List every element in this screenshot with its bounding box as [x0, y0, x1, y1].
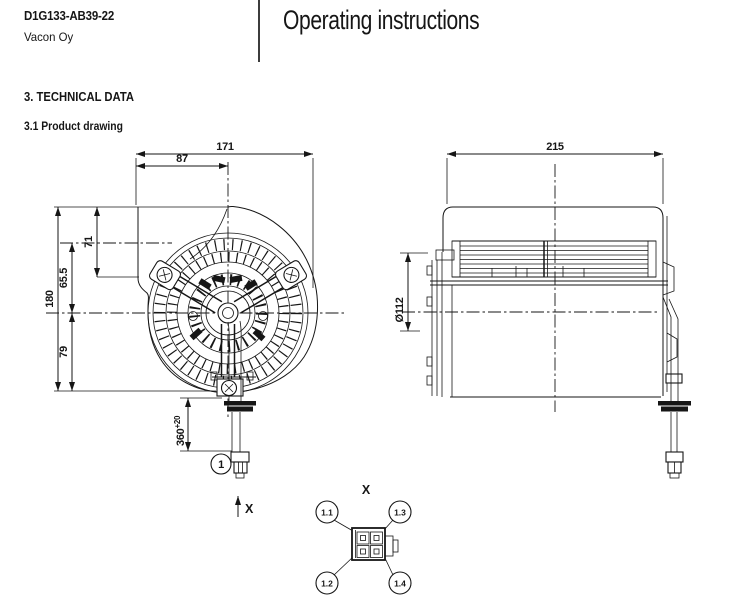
left-flange [426, 249, 455, 397]
cable-line [239, 320, 242, 401]
cable-grommet [224, 401, 256, 406]
pin-callout-1-3 [388, 500, 412, 524]
company-name: Vacon Oy [24, 30, 74, 44]
scroll-housing-outline [137, 205, 318, 393]
cable-connector [665, 451, 684, 463]
right-flange [662, 261, 683, 384]
dim-label-d112: Ø112 [394, 297, 406, 322]
motor-slot-ticks [189, 274, 267, 352]
x-axis-label: X [245, 502, 254, 516]
connector-body [351, 527, 399, 561]
arm-upper-left [148, 260, 223, 314]
pin-socket [370, 545, 383, 558]
callout-circle-1 [210, 453, 232, 475]
cable-connector [230, 451, 250, 463]
hub [217, 302, 239, 324]
dim-label-79: 79 [58, 346, 70, 358]
side-view-drawing: 215 [394, 141, 691, 479]
leader-line [333, 556, 354, 576]
dim-label-87: 87 [176, 153, 188, 165]
spider-arms [148, 260, 308, 377]
rotor-block [430, 240, 668, 286]
connector-title: X [362, 483, 371, 497]
arm-upper-right [233, 260, 308, 314]
pin-label-1-2: 1.2 [321, 579, 333, 589]
cable-line [227, 321, 230, 401]
doc-code: D1G133-AB39-22 [24, 9, 115, 23]
connector-detail: X 1.1 1.3 [315, 483, 412, 595]
connector-latch [384, 535, 394, 557]
pin-socket [356, 545, 370, 558]
pin-callout-1-4 [388, 571, 412, 595]
pin-socket [356, 531, 370, 545]
pin-label-1-4: 1.4 [394, 579, 406, 589]
blade-ticks-inner [167, 252, 289, 374]
arm-bottom [220, 324, 236, 377]
pin-callout-1-2 [315, 571, 339, 595]
leader-line [333, 519, 354, 532]
cable-exit-assembly: 1 [210, 320, 256, 479]
section-heading: 3. TECHNICAL DATA [24, 90, 135, 104]
callout-label-1: 1 [218, 459, 224, 471]
dim-label-71: 71 [83, 236, 95, 248]
dim-label-171: 171 [216, 141, 234, 153]
dim-label-215: 215 [546, 141, 564, 153]
pin-socket [370, 531, 383, 545]
cable-clamp [665, 373, 683, 384]
pin-callout-1-1 [315, 500, 339, 524]
housing-outline [442, 206, 664, 396]
dim-label-180: 180 [44, 290, 56, 308]
front-view-drawing: 171 87 180 71 65.5 79 [44, 141, 344, 517]
side-cable-assembly [658, 296, 691, 479]
pin-label-1-3: 1.3 [394, 508, 406, 518]
subsection-heading: 3.1 Product drawing [24, 121, 123, 133]
dim-label-65-5: 65.5 [58, 268, 70, 288]
pin-label-1-1: 1.1 [321, 508, 333, 518]
page-title: Operating instructions [283, 5, 480, 35]
motor-windings [189, 274, 266, 342]
blade-ticks-outer [154, 239, 302, 387]
header-divider [258, 0, 260, 62]
dim-label-360: 360+20 [173, 415, 187, 446]
scroll-tongue [189, 208, 228, 260]
cable-grommet [658, 401, 691, 406]
